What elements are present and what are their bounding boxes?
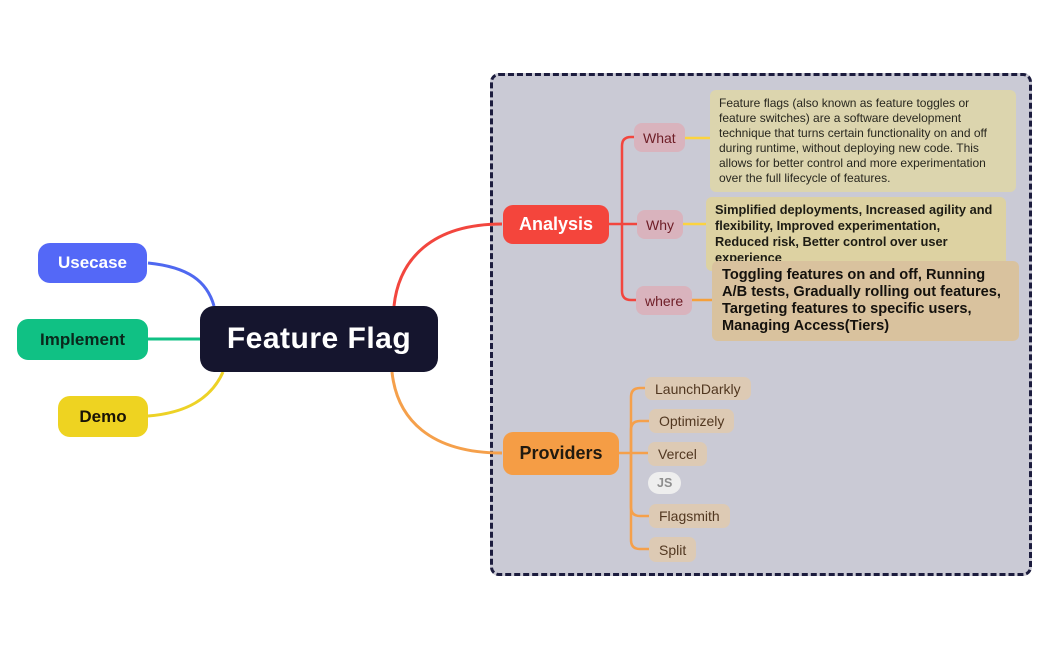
node-where[interactable]: where bbox=[636, 286, 693, 315]
node-what[interactable]: What bbox=[634, 123, 685, 152]
node-root-feature-flag[interactable]: Feature Flag bbox=[200, 306, 438, 372]
node-provider-split[interactable]: Split bbox=[649, 537, 697, 562]
node-demo[interactable]: Demo bbox=[58, 396, 148, 437]
note-where-usage[interactable]: Toggling features on and off, Running A/… bbox=[712, 261, 1019, 341]
note-what-definition[interactable]: Feature flags (also known as feature tog… bbox=[710, 90, 1016, 192]
node-analysis[interactable]: Analysis bbox=[503, 205, 609, 244]
note-why-benefits[interactable]: Simplified deployments, Increased agilit… bbox=[706, 197, 1006, 271]
node-provider-flagsmith[interactable]: Flagsmith bbox=[649, 504, 730, 528]
node-provider-launchdarkly[interactable]: LaunchDarkly bbox=[645, 377, 751, 400]
node-usecase[interactable]: Usecase bbox=[38, 243, 147, 283]
node-providers[interactable]: Providers bbox=[503, 432, 619, 475]
js-badge[interactable]: JS bbox=[648, 472, 682, 494]
node-provider-vercel[interactable]: Vercel bbox=[648, 442, 707, 466]
node-why[interactable]: Why bbox=[637, 210, 683, 239]
node-implement[interactable]: Implement bbox=[17, 319, 148, 360]
node-provider-optimizely[interactable]: Optimizely bbox=[649, 409, 735, 433]
